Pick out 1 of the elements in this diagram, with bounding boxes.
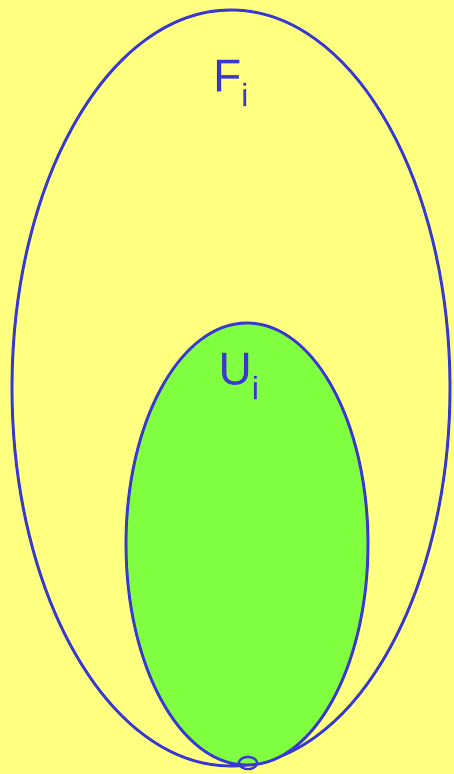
- oval: U$_{i}$: [124, 322, 370, 766]
